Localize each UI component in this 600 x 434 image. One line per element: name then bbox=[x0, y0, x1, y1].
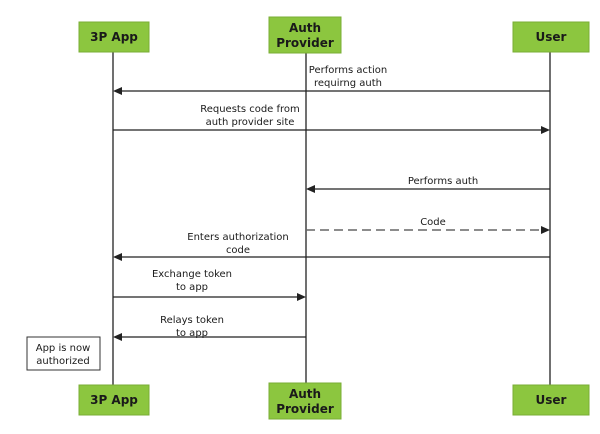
arrowhead-left-icon bbox=[113, 333, 122, 341]
message-enters-code: Enters authorization code bbox=[113, 232, 550, 261]
note-app-authorized-line-2: authorized bbox=[36, 356, 89, 367]
actor-top-app: 3P App bbox=[78, 21, 150, 53]
message-requests-code: Requests code from auth provider site bbox=[113, 104, 550, 134]
message-exchange-token-label-2: to app bbox=[176, 282, 208, 293]
message-relays-token-label-2: to app bbox=[176, 328, 208, 339]
actor-bottom-auth: Auth Provider bbox=[268, 382, 342, 420]
arrowhead-left-icon bbox=[113, 87, 122, 95]
message-performs-auth: Performs auth bbox=[306, 176, 550, 193]
message-enters-code-label-2: code bbox=[226, 245, 250, 256]
arrowhead-right-icon bbox=[541, 226, 550, 234]
arrowhead-left-icon bbox=[306, 185, 315, 193]
message-performs-action-label-2: requirng auth bbox=[314, 78, 382, 89]
actor-bottom-auth-label-2: Provider bbox=[276, 402, 334, 416]
note-app-authorized-line-1: App is now bbox=[36, 343, 91, 354]
message-requests-code-label-1: Requests code from bbox=[200, 104, 300, 115]
message-exchange-token-label-1: Exchange token bbox=[152, 269, 232, 280]
message-performs-auth-label: Performs auth bbox=[408, 176, 478, 187]
message-performs-action-label-1: Performs action bbox=[309, 65, 387, 76]
actor-top-user: User bbox=[512, 21, 590, 53]
actor-top-auth-label-2: Provider bbox=[276, 36, 334, 50]
actor-top-auth-label-1: Auth bbox=[289, 21, 321, 35]
message-performs-action: Performs action requirng auth bbox=[113, 65, 550, 95]
actor-bottom-app-label: 3P App bbox=[90, 393, 138, 407]
message-code-label: Code bbox=[420, 217, 446, 228]
actor-top-user-label: User bbox=[536, 30, 567, 44]
actor-top-auth: Auth Provider bbox=[268, 16, 342, 54]
message-exchange-token: Exchange token to app bbox=[113, 269, 306, 301]
actor-top-app-label: 3P App bbox=[90, 30, 138, 44]
message-relays-token: Relays token to app bbox=[113, 315, 306, 341]
message-relays-token-label-1: Relays token bbox=[160, 315, 224, 326]
actor-bottom-app: 3P App bbox=[78, 384, 150, 416]
actor-bottom-user-label: User bbox=[536, 393, 567, 407]
actor-bottom-user: User bbox=[512, 384, 590, 416]
arrowhead-right-icon bbox=[541, 126, 550, 134]
message-enters-code-label-1: Enters authorization bbox=[187, 232, 289, 243]
arrowhead-right-icon bbox=[297, 293, 306, 301]
message-code: Code bbox=[306, 217, 550, 234]
message-requests-code-label-2: auth provider site bbox=[206, 117, 295, 128]
note-app-authorized: App is now authorized bbox=[26, 336, 101, 371]
arrowhead-left-icon bbox=[113, 253, 122, 261]
actor-bottom-auth-label-1: Auth bbox=[289, 387, 321, 401]
